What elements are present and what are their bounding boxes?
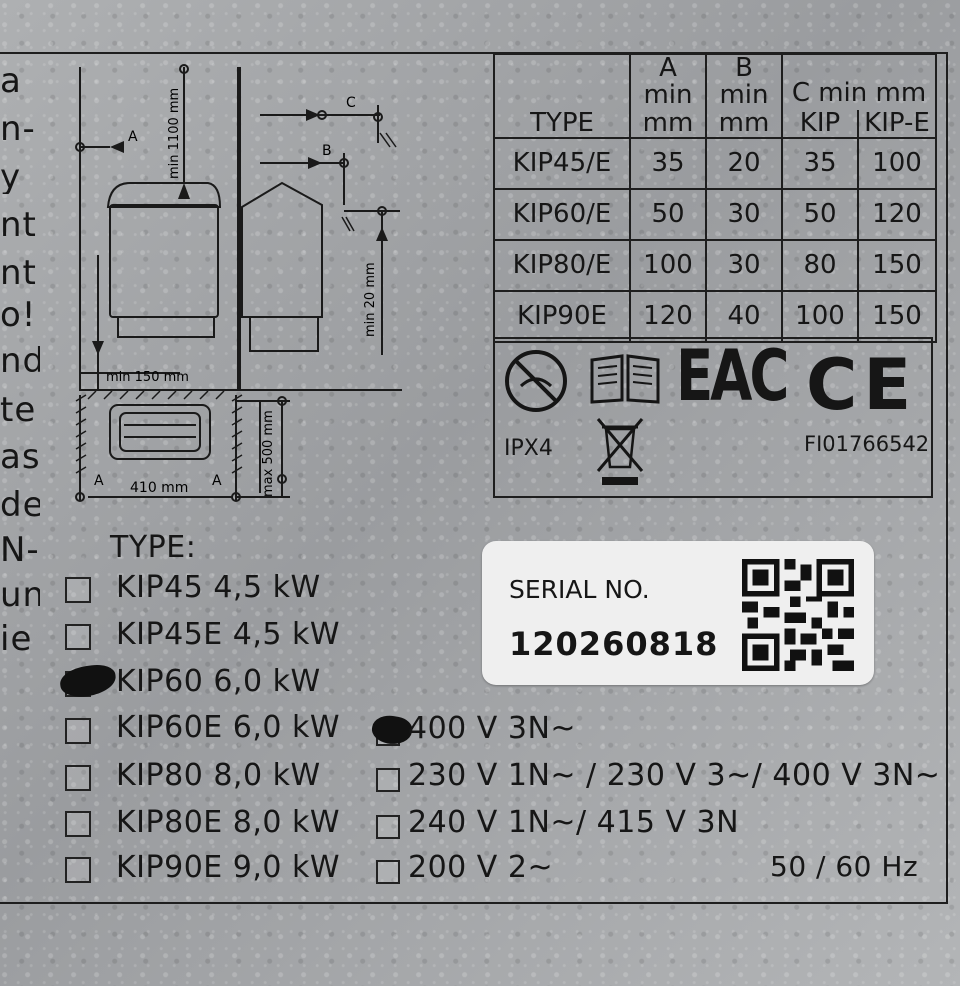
cell-a: 50 [629,187,707,241]
type-checkbox-kip80[interactable] [65,765,91,791]
spec-row: KIP80/E 100 30 80 150 [493,238,937,292]
header-c-title: C min mm [791,78,927,109]
max-500-label: max 500 mm [261,410,276,497]
cell-c-kipe: 150 [857,238,937,292]
serial-number: 120260818 [509,625,719,663]
weee-bin-icon [596,418,644,485]
serial-sticker: SERIAL NO. 120260818 [482,541,874,685]
type-option-kip45: KIP45 4,5 kW [116,570,321,605]
left-fragment: ie [0,622,33,656]
header-c-kipe: KIP-E [864,107,930,138]
left-fragment: un [0,578,40,612]
cell-c-kip: 100 [781,289,859,343]
left-fragment: nt [0,256,37,290]
cell-c-kip: 35 [781,136,859,190]
eac-mark: EAC [676,335,789,417]
dim-a-label: A [128,129,138,145]
voltage-checkbox-230v[interactable] [376,768,400,792]
type-heading: TYPE: [110,530,197,565]
spec-row: KIP60/E 50 30 50 120 [493,187,937,241]
voltage-checkbox-240v[interactable] [376,815,400,839]
voltage-option-230v: 230 V 1N~ / 230 V 3~/ 400 V 3N~ [408,758,941,793]
cell-type: KIP45/E [493,136,631,190]
left-fragment: te [0,393,37,427]
no-cover-icon [505,350,567,412]
left-fragment: as [0,440,40,474]
dim-c-label: C [346,95,356,111]
qr-code-icon [742,559,854,671]
header-type: TYPE [493,53,631,139]
voltage-checkbox-200v[interactable] [376,860,400,884]
header-c-sub: KIP KIP-E [783,107,935,138]
min-20-label: min 20 mm [363,262,378,337]
cell-c-kipe: 100 [857,136,937,190]
left-fragment: N- [0,533,40,567]
left-fragment: o! [0,298,37,332]
cell-type: KIP80/E [493,238,631,292]
manual-book-icon [590,354,660,404]
left-fragment: nt [0,208,37,242]
type-option-kip90e: KIP90E 9,0 kW [116,850,341,885]
cell-a: 35 [629,136,707,190]
type-checkbox-kip45e[interactable] [65,624,91,650]
voltage-option-400v: 400 V 3N~ [408,711,577,746]
header-a-line1: A min [643,53,693,111]
left-fragment: a [0,64,22,98]
header-b-line2: mm [718,107,770,138]
spec-row: KIP45/E 35 20 35 100 [493,136,937,190]
cell-c-kip: 50 [781,187,859,241]
spec-row: KIP90E 120 40 100 150 [493,289,937,343]
serial-label: SERIAL NO. [509,575,650,604]
cell-c-kipe: 120 [857,187,937,241]
cell-type: KIP60/E [493,187,631,241]
min-1100-label: min 1100 mm [167,88,182,179]
cert-code: FI01766542 [804,432,930,456]
type-checkbox-kip60e[interactable] [65,718,91,744]
ipx-rating: IPX4 [504,436,553,461]
cell-b: 20 [705,136,783,190]
type-checkbox-kip80e[interactable] [65,811,91,837]
header-c: C min mm KIP KIP-E [781,53,937,139]
dim-a-left-label: A [94,473,104,489]
type-checkbox-kip90e[interactable] [65,857,91,883]
cell-b: 30 [705,187,783,241]
header-b-line1: B min [719,53,769,111]
left-fragment: n- [0,112,36,146]
left-fragment: nd [0,344,40,378]
cell-b: 40 [705,289,783,343]
type-option-kip60e: KIP60E 6,0 kW [116,710,341,745]
ce-mark: CE [806,344,918,426]
min-150-label: min 150 mm [106,370,189,385]
type-option-kip80e: KIP80E 8,0 kW [116,805,341,840]
cell-c-kip: 80 [781,238,859,292]
clearance-diagram: A C B min 1100 mm min 20 mm min 150 mm 4… [75,64,402,502]
voltage-option-200v: 200 V 2~ [408,850,554,885]
cell-b: 30 [705,238,783,292]
cell-a: 100 [629,238,707,292]
cell-a: 120 [629,289,707,343]
header-a-line2: mm [642,107,694,138]
width-410-label: 410 mm [130,480,188,496]
left-fragment: de [0,488,40,522]
header-c-kip: KIP [783,109,859,137]
left-fragment: y [0,160,22,194]
dim-a-right-label: A [212,473,222,489]
voltage-option-240v: 240 V 1N~/ 415 V 3N [408,805,740,840]
type-option-kip60: KIP60 6,0 kW [116,664,321,699]
cell-c-kipe: 150 [857,289,937,343]
cell-type: KIP90E [493,289,631,343]
type-option-kip45e: KIP45E 4,5 kW [116,617,341,652]
type-checkbox-kip45[interactable] [65,577,91,603]
frequency-label: 50 / 60 Hz [770,850,919,883]
plate-border [0,52,948,904]
dim-b-label: B [322,143,332,159]
type-option-kip80: KIP80 8,0 kW [116,758,321,793]
